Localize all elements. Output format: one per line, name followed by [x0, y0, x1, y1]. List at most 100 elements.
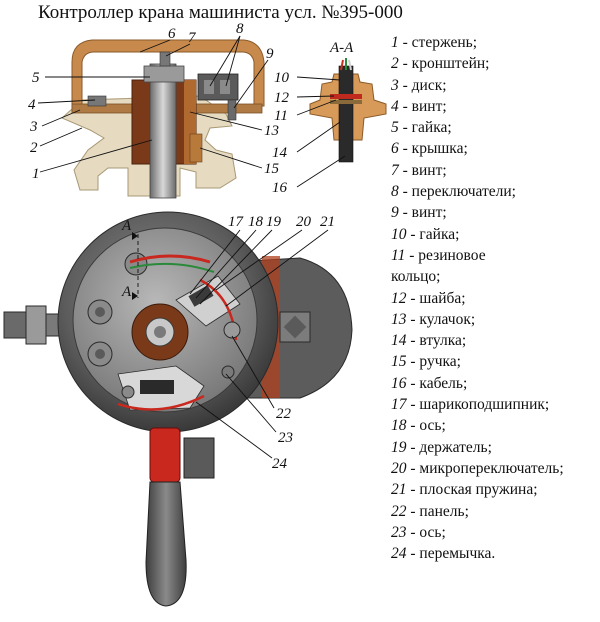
legend-number: 21	[391, 481, 407, 499]
callout-10: 10	[274, 70, 290, 86]
legend-item: 13 - кулачок;	[391, 309, 564, 330]
legend-item: 18 - ось;	[391, 415, 564, 436]
callout-4: 4	[28, 97, 36, 113]
callout-13: 13	[264, 123, 279, 139]
callout-18: 18	[248, 214, 264, 230]
lower-switch-plate	[117, 365, 205, 411]
callout-19: 19	[266, 214, 282, 230]
callout-24: 24	[272, 456, 288, 472]
legend-number: 7	[391, 161, 399, 179]
nut	[143, 65, 185, 83]
callout-16: 16	[272, 180, 288, 196]
legend-text: - гайка;	[406, 225, 460, 243]
legend-item: 21 - плоская пружина;	[391, 479, 564, 500]
section-mark-top: А	[121, 218, 132, 234]
legend-number: 14	[391, 332, 407, 350]
callout-7: 7	[188, 30, 197, 46]
legend-number: 9	[391, 204, 399, 222]
callout-11: 11	[274, 108, 288, 124]
legend-item: 20 - микропереключатель;	[391, 458, 564, 479]
callout-20: 20	[296, 214, 312, 230]
legend-number: 10	[391, 225, 407, 243]
callout-22: 22	[276, 406, 292, 422]
legend-text: - микропереключатель;	[406, 459, 564, 477]
legend-text: - крышка;	[398, 140, 468, 158]
legend-item: кольцо;	[391, 266, 564, 287]
legend-number: 19	[391, 438, 407, 456]
legend-text: - диск;	[398, 76, 447, 94]
legend-number: 11	[391, 246, 406, 264]
callout-15: 15	[264, 161, 280, 177]
legend-item: 6 - крышка;	[391, 138, 564, 159]
callout-3: 3	[29, 119, 38, 135]
legend-item: 8 - переключатели;	[391, 181, 564, 202]
legend-item: 7 - винт;	[391, 160, 564, 181]
callout-17: 17	[228, 214, 245, 230]
legend-text: - ось;	[406, 523, 446, 541]
legend-text: кольцо;	[391, 268, 441, 286]
legend-text: - резиновое	[405, 246, 486, 264]
legend-text: - переключатели;	[398, 183, 516, 201]
legend-number: 16	[391, 374, 407, 392]
callout-12: 12	[274, 90, 290, 106]
legend-text: - кабель;	[406, 374, 468, 392]
callout-8: 8	[236, 21, 244, 37]
top-section-view	[61, 39, 265, 199]
callout-9: 9	[266, 46, 274, 62]
callout-1: 1	[32, 166, 40, 182]
legend-number: 17	[391, 396, 407, 414]
legend-number: 8	[391, 183, 399, 201]
cable	[338, 65, 354, 163]
callout-2: 2	[30, 140, 38, 156]
legend-text: - гайка;	[398, 119, 452, 137]
legend-text: - ось;	[406, 417, 446, 435]
legend-item: 23 - ось;	[391, 522, 564, 543]
legend-text: - панель;	[406, 502, 469, 520]
legend-text: - стержень;	[398, 34, 477, 51]
legend-text: - кронштейн;	[398, 55, 490, 73]
legend-item: 16 - кабель;	[391, 373, 564, 394]
leader-lines	[37, 35, 346, 459]
legend-text: - кулачок;	[406, 310, 476, 328]
legend-text: - шайба;	[406, 289, 466, 307]
callout-23: 23	[278, 430, 293, 446]
legend-text: - винт;	[398, 204, 447, 222]
legend-number: 12	[391, 289, 407, 307]
legend-item: 14 - втулка;	[391, 330, 564, 351]
legend-item: 17 - шарикоподшипник;	[391, 394, 564, 415]
legend-item: 24 - перемычка.	[391, 543, 564, 564]
callout-6: 6	[168, 26, 176, 42]
legend-number: 1	[391, 34, 399, 51]
legend-number: 2	[391, 55, 399, 73]
callout-5: 5	[32, 70, 40, 86]
legend-number: 18	[391, 417, 407, 435]
rod	[149, 63, 177, 199]
legend-item: 12 - шайба;	[391, 288, 564, 309]
legend-list: 1 - стержень;2 - кронштейн;3 - диск;4 - …	[391, 32, 564, 564]
legend-text: - ручка;	[406, 353, 461, 371]
legend-text: - плоская пружина;	[406, 481, 538, 499]
legend-item: 2 - кронштейн;	[391, 53, 564, 74]
section-a-a-view: А-А	[309, 40, 387, 163]
legend-text: - держатель;	[406, 438, 492, 456]
handle-nut	[183, 437, 215, 479]
legend-item: 22 - панель;	[391, 501, 564, 522]
handle-grip	[145, 481, 187, 607]
legend-item: 15 - ручка;	[391, 351, 564, 372]
handle-neck	[149, 427, 181, 483]
legend-item: 9 - винт;	[391, 202, 564, 223]
legend-text: - винт;	[398, 97, 447, 115]
legend-number: 4	[391, 97, 399, 115]
legend-item: 19 - держатель;	[391, 437, 564, 458]
legend-item: 10 - гайка;	[391, 224, 564, 245]
page-title: Контроллер крана машиниста усл. №395-000	[38, 2, 403, 23]
section-mark-bottom: А	[121, 284, 132, 300]
legend-number: 23	[391, 523, 407, 541]
legend-text: - втулка;	[406, 332, 467, 350]
legend-number: 6	[391, 140, 399, 158]
legend-item: 1 - стержень;	[391, 32, 564, 53]
legend-number: 22	[391, 502, 407, 520]
legend-item: 5 - гайка;	[391, 117, 564, 138]
callout-14: 14	[272, 145, 288, 161]
